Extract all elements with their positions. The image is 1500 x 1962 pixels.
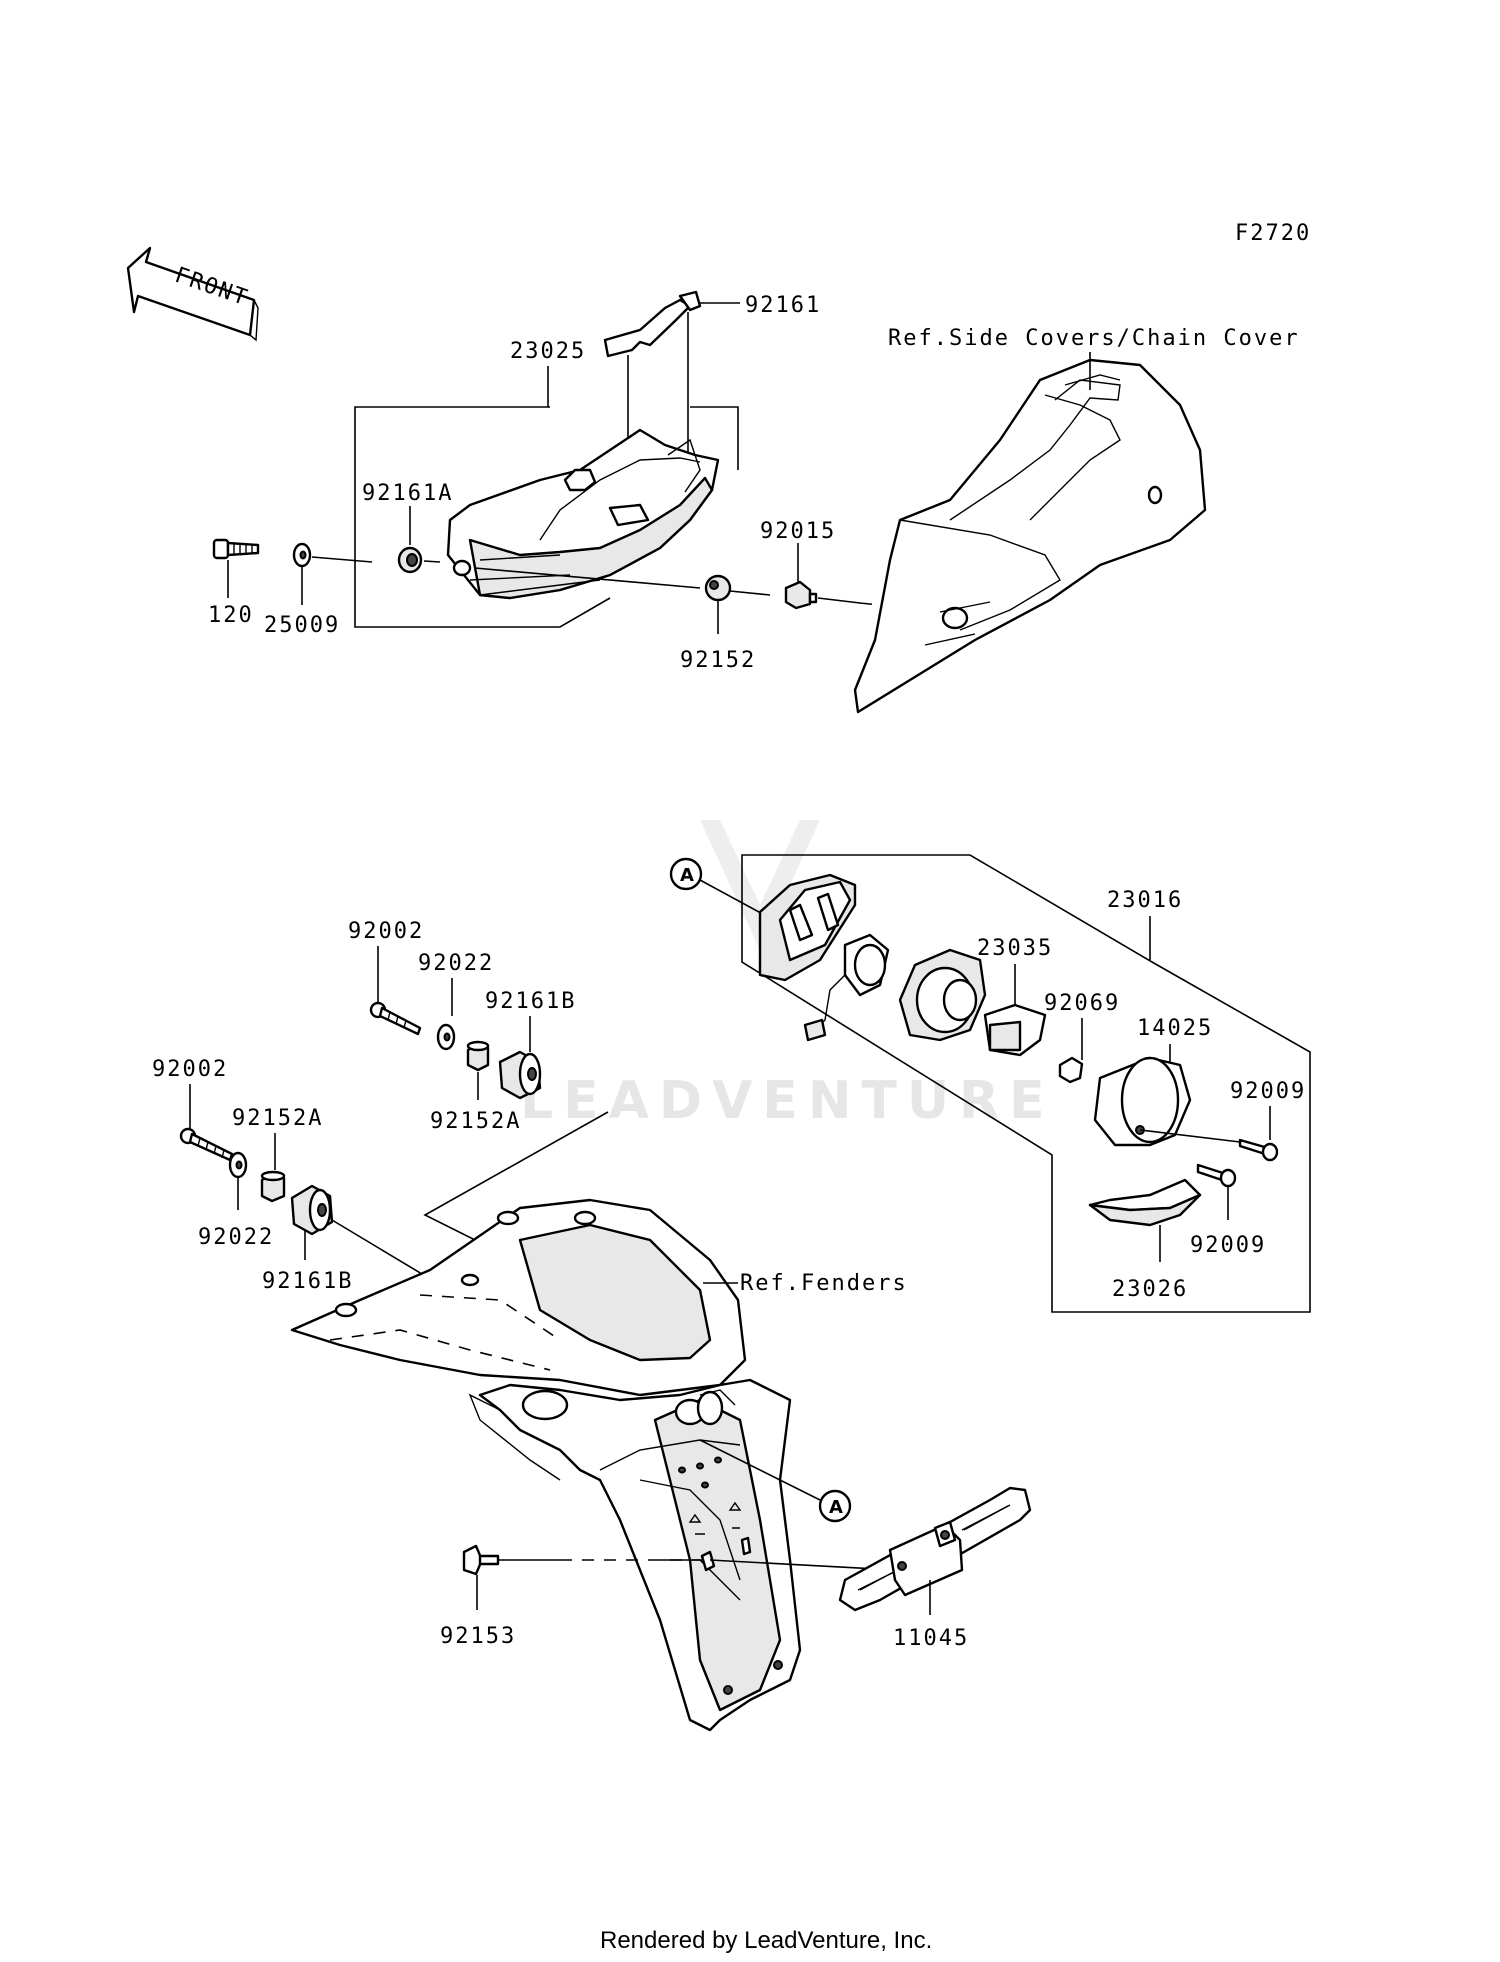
bulb-holder-23035 <box>983 1003 1047 1057</box>
label-92152A-a: 92152A <box>430 1109 521 1134</box>
nut-92015 <box>784 580 818 610</box>
collar-92152A-b <box>260 1170 286 1203</box>
label-11045: 11045 <box>893 1626 969 1651</box>
washer-92022-a <box>436 1023 456 1051</box>
bolt-92153 <box>462 1544 500 1576</box>
label-92022-b: 92022 <box>198 1225 274 1250</box>
grommet-92161B-a <box>498 1050 542 1100</box>
svg-text:A: A <box>680 865 694 886</box>
collar-92152A-a <box>466 1040 490 1072</box>
ref-fenders: Ref.Fenders <box>740 1271 908 1296</box>
bracket-23025 <box>354 406 611 628</box>
label-92161B-a: 92161B <box>485 989 576 1014</box>
label-92009-a: 92009 <box>1230 1079 1306 1104</box>
label-92002-a: 92002 <box>348 919 424 944</box>
callout-a-bottom: A <box>818 1489 852 1523</box>
screw-92002-b <box>179 1127 234 1162</box>
lamp-base <box>758 873 857 982</box>
label-92161B-b: 92161B <box>262 1269 353 1294</box>
rubber-strap-92161 <box>603 290 702 358</box>
bolt-120 <box>212 538 260 560</box>
label-25009: 25009 <box>264 613 340 638</box>
footer-credit: Rendered by LeadVenture, Inc. <box>600 1927 932 1954</box>
screw-92009-a <box>1238 1138 1279 1162</box>
lower-assembly: 23016 A 23035 <box>152 854 1311 1732</box>
label-92002-b: 92002 <box>152 1057 228 1082</box>
bracket-23016 <box>741 854 1311 1313</box>
rear-fender <box>290 1198 802 1732</box>
label-120: 120 <box>208 603 254 628</box>
tail-lamp-housing <box>446 428 720 600</box>
label-92161: 92161 <box>745 293 821 318</box>
label-92161A: 92161A <box>362 481 453 506</box>
upper-assembly: 23025 92161 92161A <box>208 290 1300 714</box>
svg-text:A: A <box>829 1497 843 1518</box>
label-14025: 14025 <box>1137 1016 1213 1041</box>
label-92069: 92069 <box>1044 991 1120 1016</box>
washer-92022-b <box>228 1151 248 1179</box>
screw-92002-a <box>369 1001 422 1036</box>
label-92152: 92152 <box>680 648 756 673</box>
ref-side-covers: Ref.Side Covers/Chain Cover <box>888 326 1300 351</box>
collar-92152 <box>704 574 732 602</box>
label-23025: 23025 <box>510 339 586 364</box>
bulb-92069 <box>1058 1056 1084 1084</box>
figure-code: F2720 <box>1235 221 1311 246</box>
callout-a-top: A <box>669 857 703 891</box>
label-92152A-b: 92152A <box>232 1106 323 1131</box>
watermark: LEADVENTURE <box>520 820 1055 1131</box>
grommet-92161B-b <box>290 1184 334 1236</box>
bulb-socket <box>803 933 890 1042</box>
grommet-92161A <box>397 546 423 574</box>
screw-92009-b <box>1196 1163 1237 1188</box>
lens-holder <box>898 948 987 1042</box>
label-92015: 92015 <box>760 519 836 544</box>
reflector-23026 <box>1088 1178 1202 1227</box>
label-23026: 23026 <box>1112 1277 1188 1302</box>
label-92009-b: 92009 <box>1190 1233 1266 1258</box>
washer-25009 <box>292 542 312 568</box>
label-92022-a: 92022 <box>418 951 494 976</box>
label-92153: 92153 <box>440 1624 516 1649</box>
license-bracket-11045 <box>838 1486 1032 1612</box>
watermark-text: LEADVENTURE <box>520 1071 1055 1131</box>
lens-14025 <box>1093 1056 1192 1147</box>
label-23016: 23016 <box>1107 888 1183 913</box>
label-23035: 23035 <box>977 936 1053 961</box>
front-arrow-icon: FRONT <box>126 246 259 342</box>
side-cover <box>853 358 1207 714</box>
